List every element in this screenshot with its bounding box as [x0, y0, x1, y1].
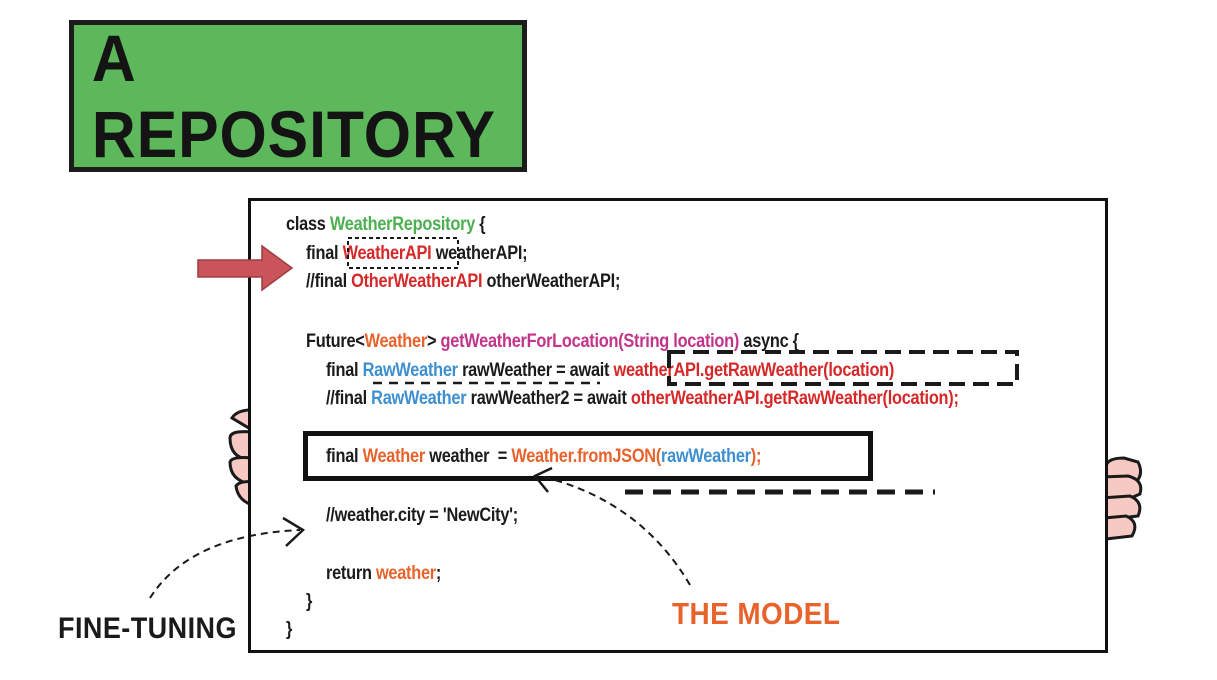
fine-tuning-label: FINE-TUNING: [58, 612, 237, 645]
code-line-raw-weather: final RawWeather rawWeather = await weat…: [326, 360, 894, 382]
return-value: weather: [375, 563, 436, 584]
model-arrowhead-icon: [533, 466, 553, 493]
code-line-method-signature: Future<Weather> getWeatherForLocation(St…: [306, 331, 799, 353]
model-type: Weather: [362, 446, 426, 467]
brace: }: [286, 619, 293, 640]
api-call: otherWeatherAPI.getRawWeather(location);: [630, 388, 959, 409]
api-call-dashed-box: [667, 350, 1019, 386]
brace: }: [306, 591, 313, 612]
field-name: otherWeatherAPI;: [482, 271, 621, 292]
raw-arg: rawWeather: [661, 446, 751, 467]
api-type: WeatherAPI: [342, 243, 432, 264]
code-line-comment-city: //weather.city = 'NewCity';: [326, 505, 518, 527]
model-type: Weather: [364, 331, 428, 352]
from-json-call: Weather.fromJSON(: [511, 446, 662, 467]
red-arrow-icon: [197, 244, 294, 292]
generic-close: >: [426, 331, 441, 352]
class-name: WeatherRepository: [329, 214, 476, 235]
assignment: weather =: [424, 446, 512, 467]
keyword: final: [306, 243, 343, 264]
assignment: rawWeather = await: [457, 360, 614, 381]
call-close: );: [750, 446, 762, 467]
code-line-raw-weather2: //final RawWeather rawWeather2 = await o…: [326, 388, 959, 410]
future-keyword: Future<: [306, 331, 365, 352]
title-text: A REPOSITORY: [91, 21, 496, 171]
code-line-close-class: }: [286, 619, 292, 641]
title-banner: A REPOSITORY: [69, 20, 527, 172]
weatherapi-dashed-box: [347, 237, 459, 269]
code-line-class: class WeatherRepository {: [286, 214, 486, 236]
comment: //weather.city = 'NewCity';: [326, 505, 518, 526]
api-type: OtherWeatherAPI: [351, 271, 483, 292]
keyword: final: [326, 360, 363, 381]
code-line-model-conversion: final Weather weather = Weather.fromJSON…: [326, 446, 761, 468]
comment-prefix: //final: [306, 271, 352, 292]
code-board: [248, 198, 1108, 653]
async-keyword: async {: [739, 331, 799, 352]
assignment: rawWeather2 = await: [466, 388, 631, 409]
method-name: getWeatherForLocation(String location): [440, 331, 740, 352]
code-line-close-method: }: [306, 591, 312, 613]
raw-type: RawWeather: [362, 360, 458, 381]
return-keyword: return: [326, 563, 376, 584]
the-model-label: THE MODEL: [672, 596, 841, 631]
raw-type: RawWeather: [371, 388, 467, 409]
comment-prefix: //final: [326, 388, 372, 409]
code-line-other-api-field: //final OtherWeatherAPI otherWeatherAPI;: [306, 271, 620, 293]
fine-tuning-arrowhead-icon: [282, 516, 306, 547]
api-call: weatherAPI.getRawWeather(location): [613, 360, 895, 381]
code-line-return: return weather;: [326, 563, 441, 585]
model-highlight-box: [303, 431, 873, 481]
fine-tuning-arrow-icon: [149, 529, 301, 599]
brace: {: [475, 214, 486, 235]
keyword: final: [326, 446, 363, 467]
keyword: class: [286, 214, 330, 235]
semicolon: ;: [435, 563, 442, 584]
